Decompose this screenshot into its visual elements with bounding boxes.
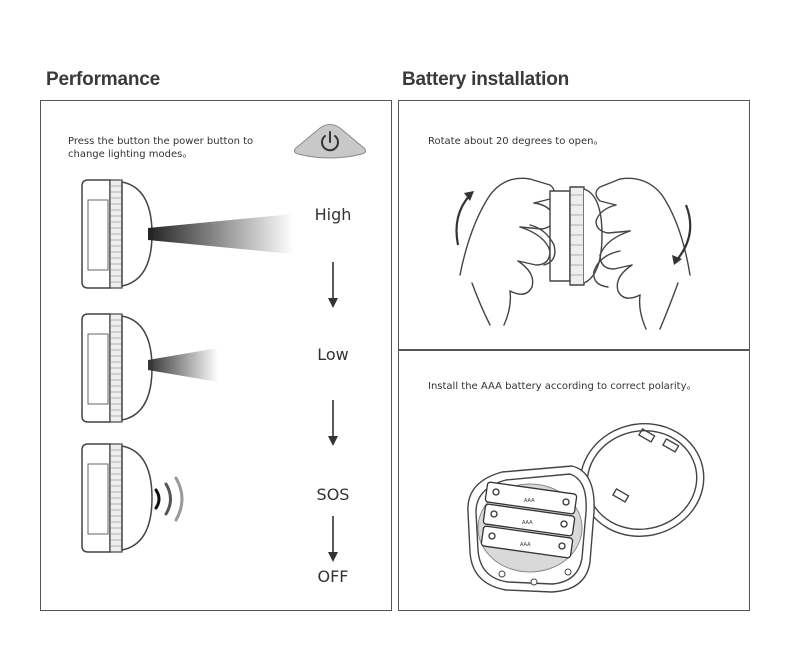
battery-label: AAA	[522, 520, 533, 526]
rotate-panel	[398, 100, 750, 351]
light-unit-high	[81, 179, 153, 289]
install-battery-panel	[398, 349, 750, 611]
light-unit-low	[81, 313, 153, 423]
low-beam	[148, 348, 218, 382]
power-icon	[321, 131, 339, 152]
sos-signal-icon	[154, 476, 184, 522]
performance-title: Performance	[46, 69, 160, 90]
battery-label: AAA	[524, 498, 535, 504]
mode-label-low: Low	[317, 345, 349, 364]
mode-label-off: OFF	[317, 567, 349, 586]
rotate-hands-illustration	[455, 177, 692, 330]
battery-holder	[480, 481, 578, 559]
rotate-arrow-left-icon	[455, 191, 474, 246]
battery-installation-title: Battery installation	[402, 69, 570, 90]
mode-label-high: High	[314, 205, 352, 224]
performance-panel	[40, 100, 392, 611]
rotate-arrow-right-icon	[672, 204, 692, 265]
power-button-illustration	[293, 124, 367, 159]
install-instruction: Install the AAA battery according to cor…	[428, 381, 697, 392]
light-unit-sos	[81, 443, 153, 553]
arrow-down-icon	[328, 400, 338, 446]
mode-label-sos: SOS	[316, 485, 350, 504]
arrow-down-icon	[328, 262, 338, 308]
high-beam	[148, 214, 293, 254]
rotate-instruction: Rotate about 20 degrees to open。	[428, 136, 604, 147]
arrow-down-icon	[328, 516, 338, 562]
battery-label: AAA	[520, 542, 531, 548]
performance-instruction: Press the button the power button to cha…	[68, 136, 254, 160]
battery-compartment-illustration: AAA AAA AAA	[467, 423, 705, 593]
